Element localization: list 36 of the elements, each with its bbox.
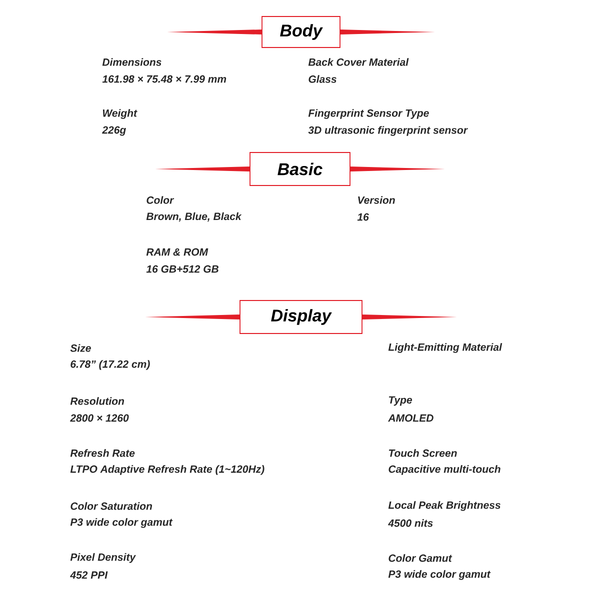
- spec-text: Size: [70, 344, 91, 352]
- spec-text: 161.98 × 75.48 × 7.99 mm: [102, 75, 226, 83]
- spec-text: 452 PPI: [70, 571, 108, 579]
- spec-text: Color Gamut: [388, 554, 452, 562]
- spec-text: Fingerprint Sensor Type: [308, 109, 429, 119]
- spec-text: 6.78” (17.22 cm): [70, 360, 150, 370]
- spec-text: AMOLED: [388, 414, 434, 422]
- spec-text: Resolution: [70, 397, 124, 405]
- spec-text: Glass: [308, 75, 336, 83]
- spec-text: Version: [358, 196, 395, 204]
- spec-text: Dimensions: [102, 58, 162, 66]
- spec-text: Color Saturation: [70, 502, 152, 510]
- spec-text: RAM & ROM: [146, 248, 208, 256]
- spec-text: 2800 × 1260: [70, 414, 129, 422]
- spec-text: P3 wide color gamut: [70, 518, 173, 528]
- section-header: Basic: [250, 152, 350, 186]
- spec-text: Weight: [102, 109, 138, 119]
- spec-text: Pixel Density: [70, 553, 136, 563]
- spec-text: Back Cover Material: [308, 58, 409, 66]
- spec-text: Capacitive multi-touch: [388, 465, 500, 475]
- spec-text: Brown, Blue, Black: [146, 212, 242, 222]
- spec-text: LTPO Adaptive Refresh Rate (1~120Hz): [70, 465, 264, 475]
- spec-text: 226g: [102, 126, 126, 136]
- spec-text: Local Peak Brightness: [388, 501, 500, 511]
- spec-text: Light-Emitting Material: [388, 343, 502, 353]
- spec-text: P3 wide color gamut: [388, 570, 491, 580]
- spec-text: 16: [357, 213, 369, 221]
- spec-text: 3D ultrasonic fingerprint sensor: [308, 126, 468, 136]
- section-header: Display: [240, 300, 362, 334]
- spec-text: 16 GB+512 GB: [146, 265, 218, 273]
- spec-text: Touch Screen: [388, 449, 457, 457]
- spec-text: 4500 nits: [388, 519, 433, 527]
- spec-text: Type: [388, 396, 412, 406]
- spec-text: Refresh Rate: [70, 449, 135, 457]
- section-header: Body: [262, 16, 340, 48]
- spec-text: Color: [146, 196, 174, 204]
